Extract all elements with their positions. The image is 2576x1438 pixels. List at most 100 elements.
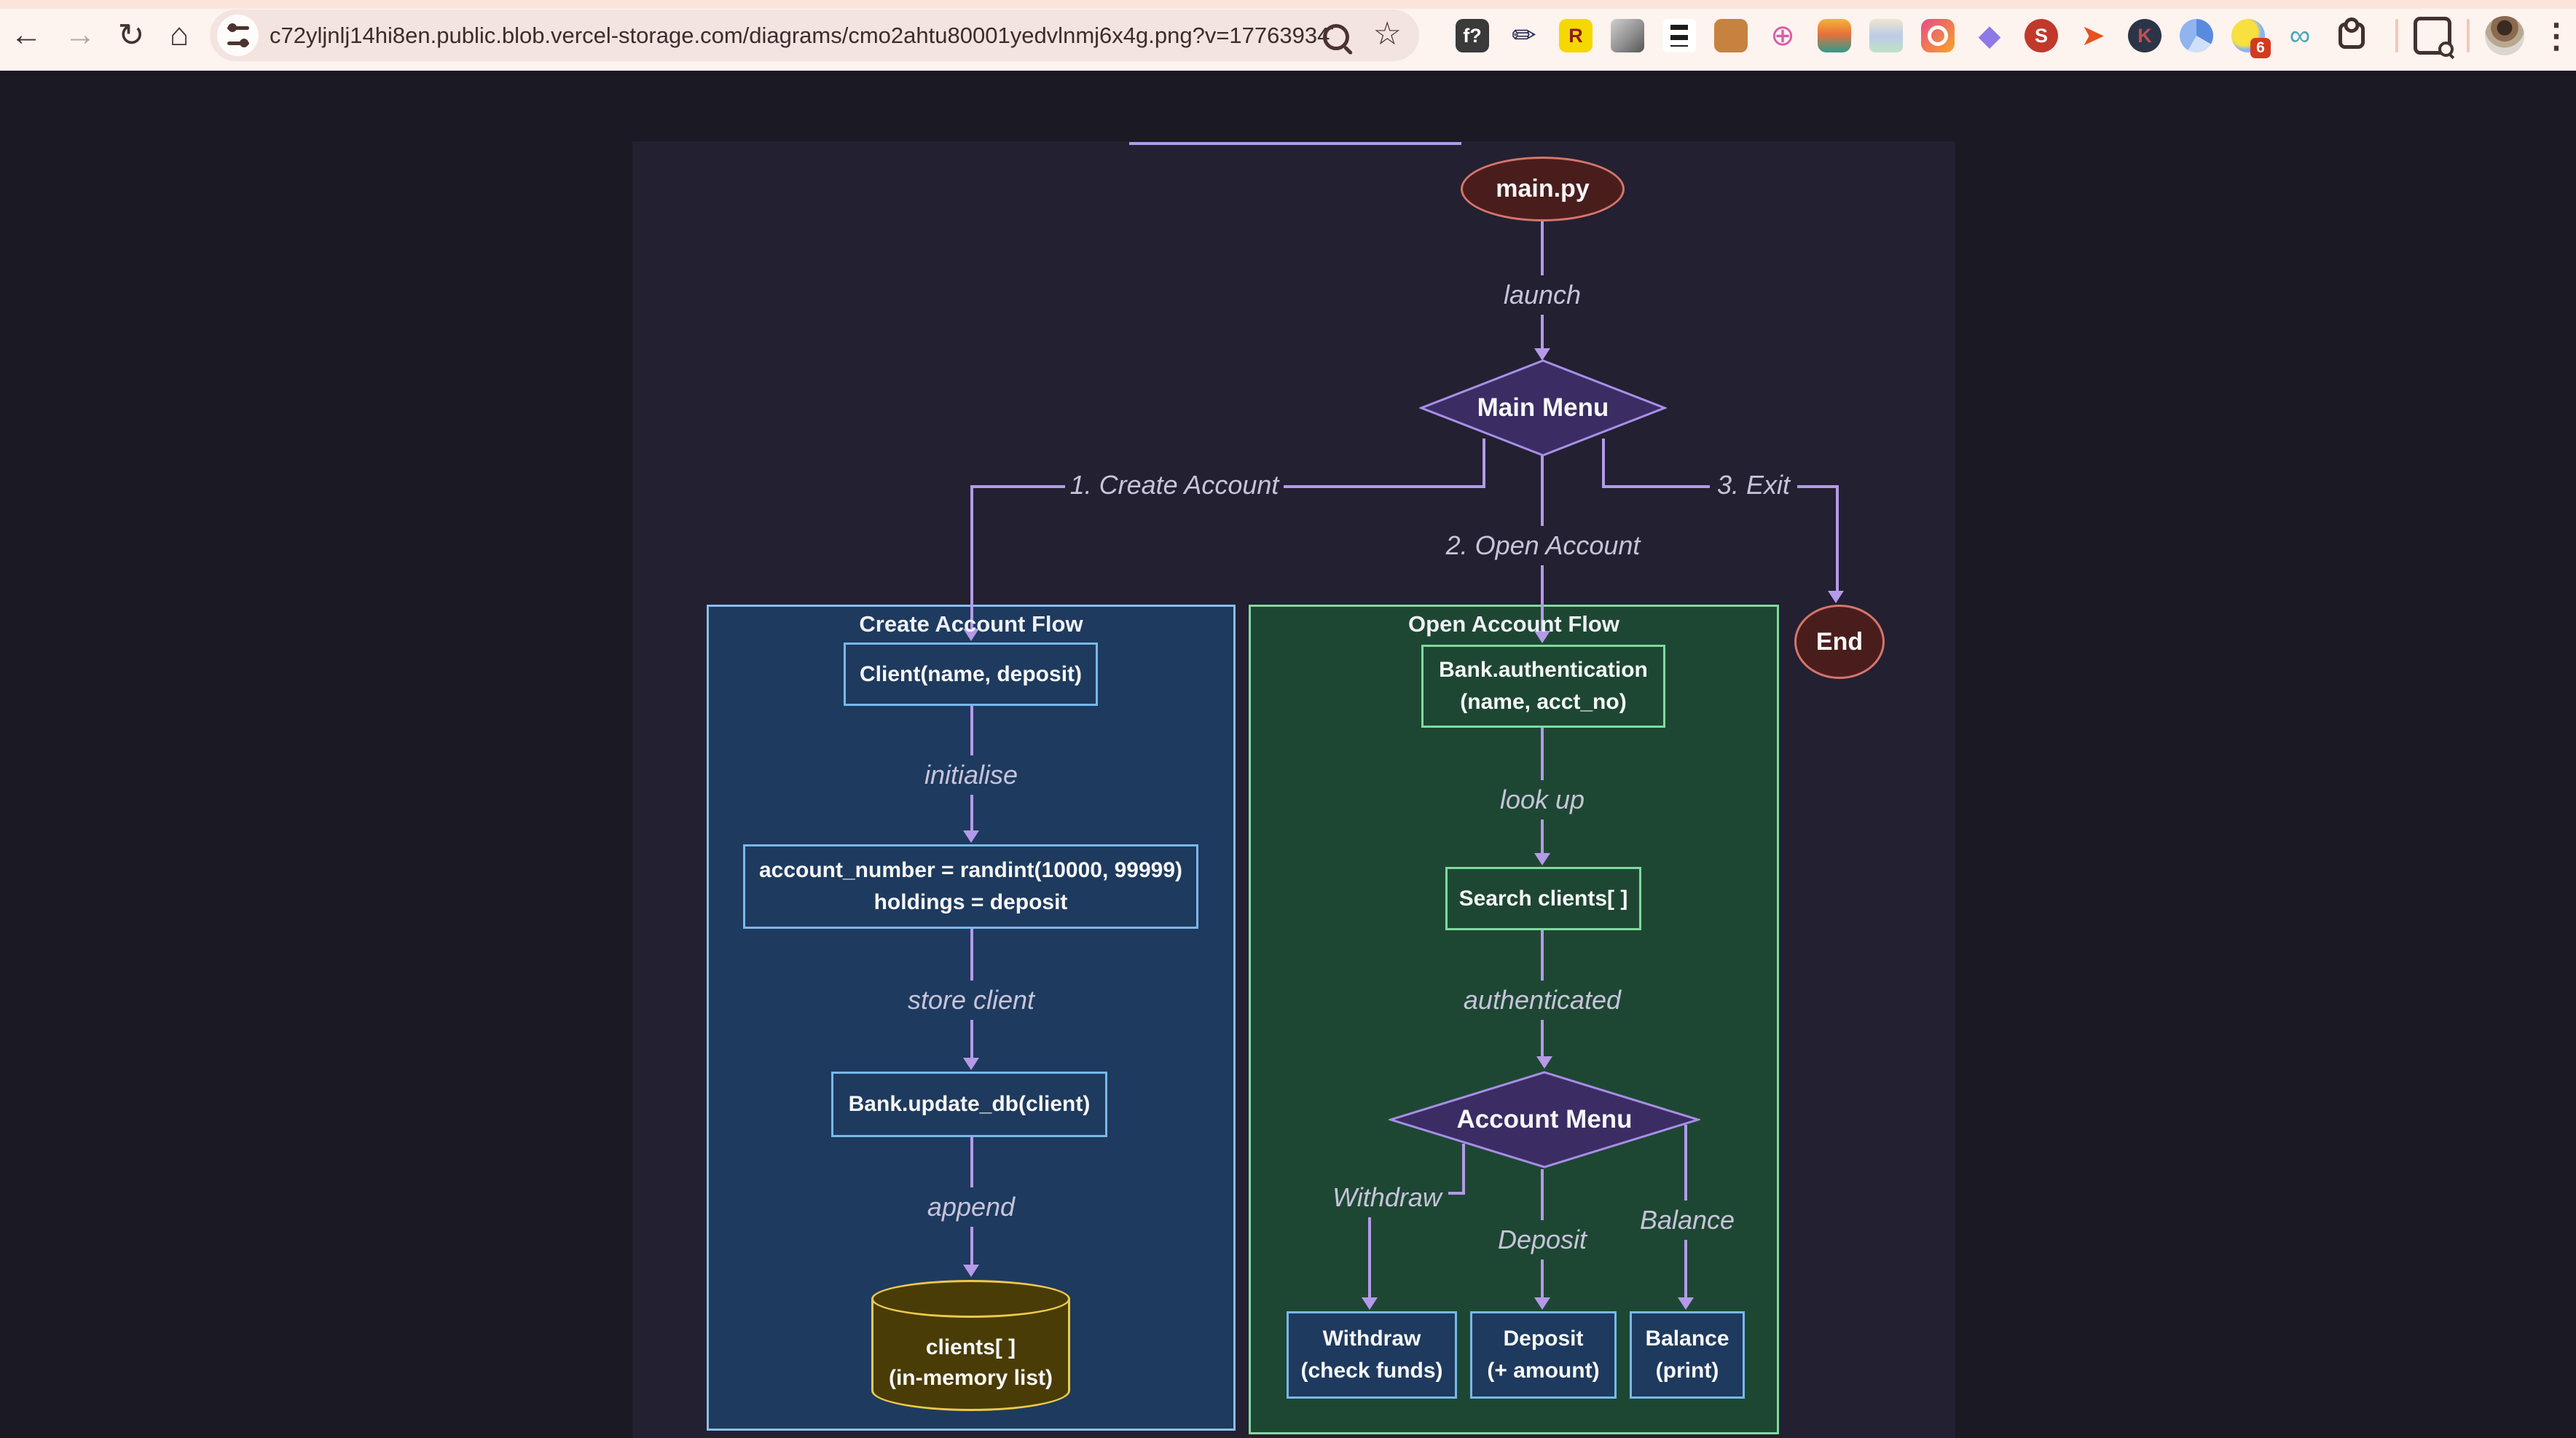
node-label: Deposit [1503, 1327, 1584, 1351]
node-label: (name, acct_no) [1460, 690, 1627, 714]
node-main-py: main.py [1461, 157, 1625, 221]
create-flow-title: Create Account Flow [859, 611, 1083, 637]
edge-create-vertical [970, 485, 973, 630]
pie-chart-icon[interactable] [2180, 19, 2213, 52]
node-main-menu: Main Menu [1419, 358, 1667, 457]
edge-label-look-up: look up [1486, 780, 1598, 820]
extensions-bar: f? ✏ R ⊕ ◆ S ➤ K 6 ∞ [1456, 17, 2388, 58]
database-icon [871, 1280, 1070, 1318]
reload-icon: ↻ [117, 17, 145, 53]
node-label: (+ amount) [1487, 1359, 1600, 1383]
window-top-strip [0, 0, 2576, 9]
font-identifier-icon: f? [1463, 24, 1482, 47]
k-icon[interactable]: K [2128, 19, 2161, 52]
address-bar[interactable]: c72yljnlj14hi8en.public.blob.vercel-stor… [210, 9, 1419, 61]
link-icon[interactable]: ∞ [2283, 19, 2317, 52]
node-label: (check funds) [1300, 1359, 1443, 1383]
node-init-vars: account_number = randint(10000, 99999) h… [743, 844, 1198, 929]
edge-label-append: append [914, 1187, 1028, 1227]
edge-label-balance: Balance [1626, 1201, 1748, 1240]
send-arrow-icon: ➤ [2081, 20, 2105, 52]
back-icon: ← [10, 17, 42, 52]
node-withdraw: Withdraw (check funds) [1287, 1311, 1457, 1399]
arrowhead [1536, 1056, 1552, 1069]
edge-create-elbow [1483, 439, 1485, 487]
partial-node-top-edge [1129, 142, 1461, 145]
home-icon: ⌂ [169, 17, 189, 52]
arrowhead [1534, 1297, 1550, 1310]
side-panel-icon[interactable] [2414, 17, 2454, 57]
bookmark-star-icon[interactable]: ☆ [1373, 16, 1402, 52]
forward-icon: → [64, 17, 96, 52]
site-settings-icon [227, 23, 249, 47]
edge-withdraw-vertical [1368, 1192, 1371, 1300]
arrowhead [1534, 853, 1550, 865]
node-account-menu: Account Menu [1389, 1070, 1700, 1169]
profile-avatar[interactable] [2485, 16, 2524, 55]
node-clients-db: clients[ ] (in-memory list) [871, 1280, 1070, 1411]
node-label: Main Menu [1477, 393, 1609, 422]
node-end: End [1794, 605, 1885, 679]
edge-label-authenticated: authenticated [1445, 981, 1640, 1020]
edge-label-open-account: 2. Open Account [1441, 526, 1645, 565]
browser-menu-icon[interactable]: ⋮ [2540, 17, 2573, 55]
node-label: Account Menu [1456, 1105, 1633, 1133]
stacked-cubes-icon[interactable] [1869, 19, 1903, 52]
lightbulb-icon[interactable]: 6 [2231, 19, 2271, 58]
edge-label-exit: 3. Exit [1710, 465, 1797, 505]
globe-icon[interactable]: ⊕ [1766, 19, 1799, 52]
crystal-shards-icon[interactable]: ◆ [1973, 19, 2006, 52]
edge-withdraw-elbow [1462, 1144, 1465, 1195]
page-content: launch 1. Create Account 3. Exit 2. Open… [0, 71, 2576, 1438]
send-arrow-icon[interactable]: ➤ [2076, 19, 2110, 52]
node-label: holdings = deposit [873, 890, 1068, 914]
forward-button[interactable]: → [60, 15, 101, 55]
node-label: Withdraw [1322, 1327, 1421, 1351]
toolbar-right-cluster: ⋮ [2395, 16, 2573, 57]
photo-search-icon[interactable] [1921, 19, 1955, 52]
edge-label-launch: launch [1478, 275, 1606, 315]
url-text[interactable]: c72yljnlj14hi8en.public.blob.vercel-stor… [270, 23, 1333, 48]
r-extension-icon[interactable]: R [1559, 19, 1593, 52]
extensions-puzzle-icon[interactable] [2335, 19, 2368, 52]
home-button[interactable]: ⌂ [159, 15, 200, 55]
arrowhead [963, 1265, 979, 1277]
arrowhead [1828, 591, 1844, 603]
notification-badge: 6 [2250, 38, 2271, 58]
node-balance: Balance (print) [1630, 1311, 1745, 1399]
arrowhead [963, 830, 979, 843]
edge-label-withdraw: Withdraw [1326, 1178, 1448, 1217]
node-label: Client(name, deposit) [859, 661, 1083, 686]
node-search-clients: Search clients[ ] [1445, 867, 1641, 930]
node-bank-auth: Bank.authentication (name, acct_no) [1421, 645, 1665, 728]
globe-icon: ⊕ [1770, 20, 1795, 52]
font-identifier-icon[interactable]: f? [1456, 19, 1489, 52]
back-button[interactable]: ← [6, 15, 47, 55]
node-client: Client(name, deposit) [844, 643, 1098, 706]
zoom-icon[interactable] [1323, 24, 1349, 50]
open-flow-title: Open Account Flow [1408, 611, 1619, 637]
node-label: Search clients[ ] [1458, 886, 1628, 911]
notebook-icon[interactable] [1714, 19, 1748, 52]
arrowhead [1534, 348, 1550, 361]
toolbar-divider [2395, 19, 2398, 52]
r-extension-icon: R [1568, 24, 1583, 47]
seo-icon[interactable]: S [2025, 19, 2058, 52]
feather-icon[interactable] [1818, 19, 1851, 52]
eyedropper-icon[interactable]: ✏ [1507, 19, 1541, 52]
crystal-shards-icon: ◆ [1978, 20, 2001, 52]
k-icon: K [2137, 24, 2152, 47]
edge-label-create-account: 1. Create Account [1065, 465, 1284, 505]
node-label: Balance [1645, 1327, 1729, 1351]
node-label: main.py [1496, 175, 1590, 203]
edge-label-store-client: store client [887, 981, 1055, 1020]
eyedropper-icon: ✏ [1512, 20, 1536, 52]
site-info-button[interactable] [217, 15, 259, 56]
cube-icon[interactable] [1611, 19, 1644, 52]
arrowhead [1362, 1297, 1378, 1310]
reload-button[interactable]: ↻ [111, 15, 152, 55]
edge-label-initialise: initialise [900, 755, 1042, 795]
node-label: Bank.authentication [1439, 658, 1648, 682]
notes-doc-icon[interactable] [1662, 19, 1696, 52]
